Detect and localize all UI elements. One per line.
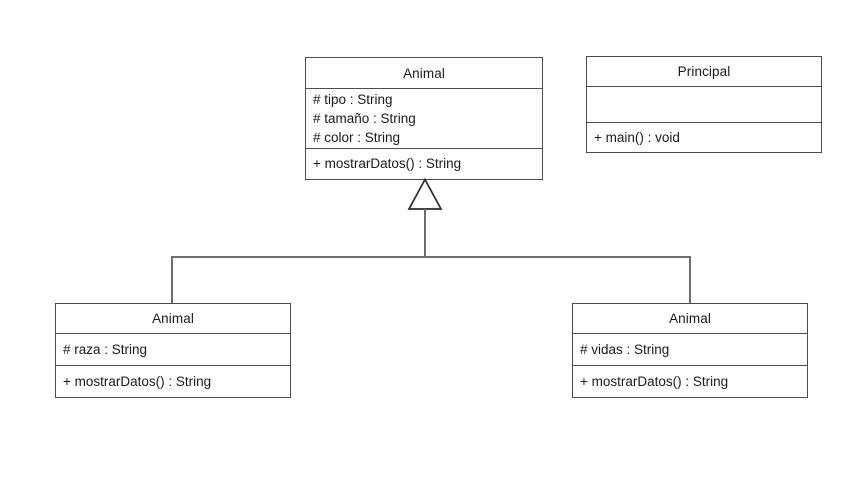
uml-class-principal[interactable]: Principal + main() : void <box>586 56 822 153</box>
uml-attribute: # raza : String <box>63 342 148 357</box>
uml-class-name-compartment: Animal <box>306 58 542 89</box>
uml-class-name-compartment: Animal <box>573 304 807 334</box>
uml-methods-compartment: + main() : void <box>587 123 821 152</box>
uml-class-name-compartment: Principal <box>587 57 821 87</box>
uml-attribute: # tamaño : String <box>313 111 416 126</box>
uml-method: + mostrarDatos() : String <box>63 373 212 389</box>
uml-attributes-compartment: # vidas : String <box>573 334 807 366</box>
generalization-arrowhead-icon <box>407 177 443 210</box>
uml-class-name-compartment: Animal <box>56 304 290 334</box>
uml-attributes-compartment <box>587 87 821 123</box>
generalization-branch-right <box>689 256 691 304</box>
uml-attributes-compartment: # tipo : String # tamaño : String # colo… <box>306 89 542 149</box>
uml-methods-compartment: + mostrarDatos() : String <box>573 366 807 396</box>
uml-methods-compartment: + mostrarDatos() : String <box>306 149 542 178</box>
generalization-bus <box>171 256 691 258</box>
uml-class-child-right-animal[interactable]: Animal # vidas : String + mostrarDatos()… <box>572 303 808 398</box>
uml-attribute: # tipo : String <box>313 92 393 107</box>
generalization-branch-left <box>171 256 173 304</box>
uml-attributes-compartment: # raza : String <box>56 334 290 366</box>
uml-class-name: Animal <box>403 65 445 81</box>
uml-class-child-left-animal[interactable]: Animal # raza : String + mostrarDatos() … <box>55 303 291 398</box>
uml-attribute: # color : String <box>313 130 401 145</box>
uml-class-name: Animal <box>152 311 194 326</box>
uml-attribute: # vidas : String <box>580 342 670 357</box>
uml-method: + main() : void <box>594 130 680 145</box>
uml-method: + mostrarDatos() : String <box>313 156 462 171</box>
uml-class-parent-animal[interactable]: Animal # tipo : String # tamaño : String… <box>305 57 543 180</box>
uml-method: + mostrarDatos() : String <box>580 373 729 389</box>
uml-methods-compartment: + mostrarDatos() : String <box>56 366 290 396</box>
uml-class-name: Animal <box>669 311 711 326</box>
uml-class-name: Principal <box>677 64 731 79</box>
generalization-stem <box>424 209 426 257</box>
